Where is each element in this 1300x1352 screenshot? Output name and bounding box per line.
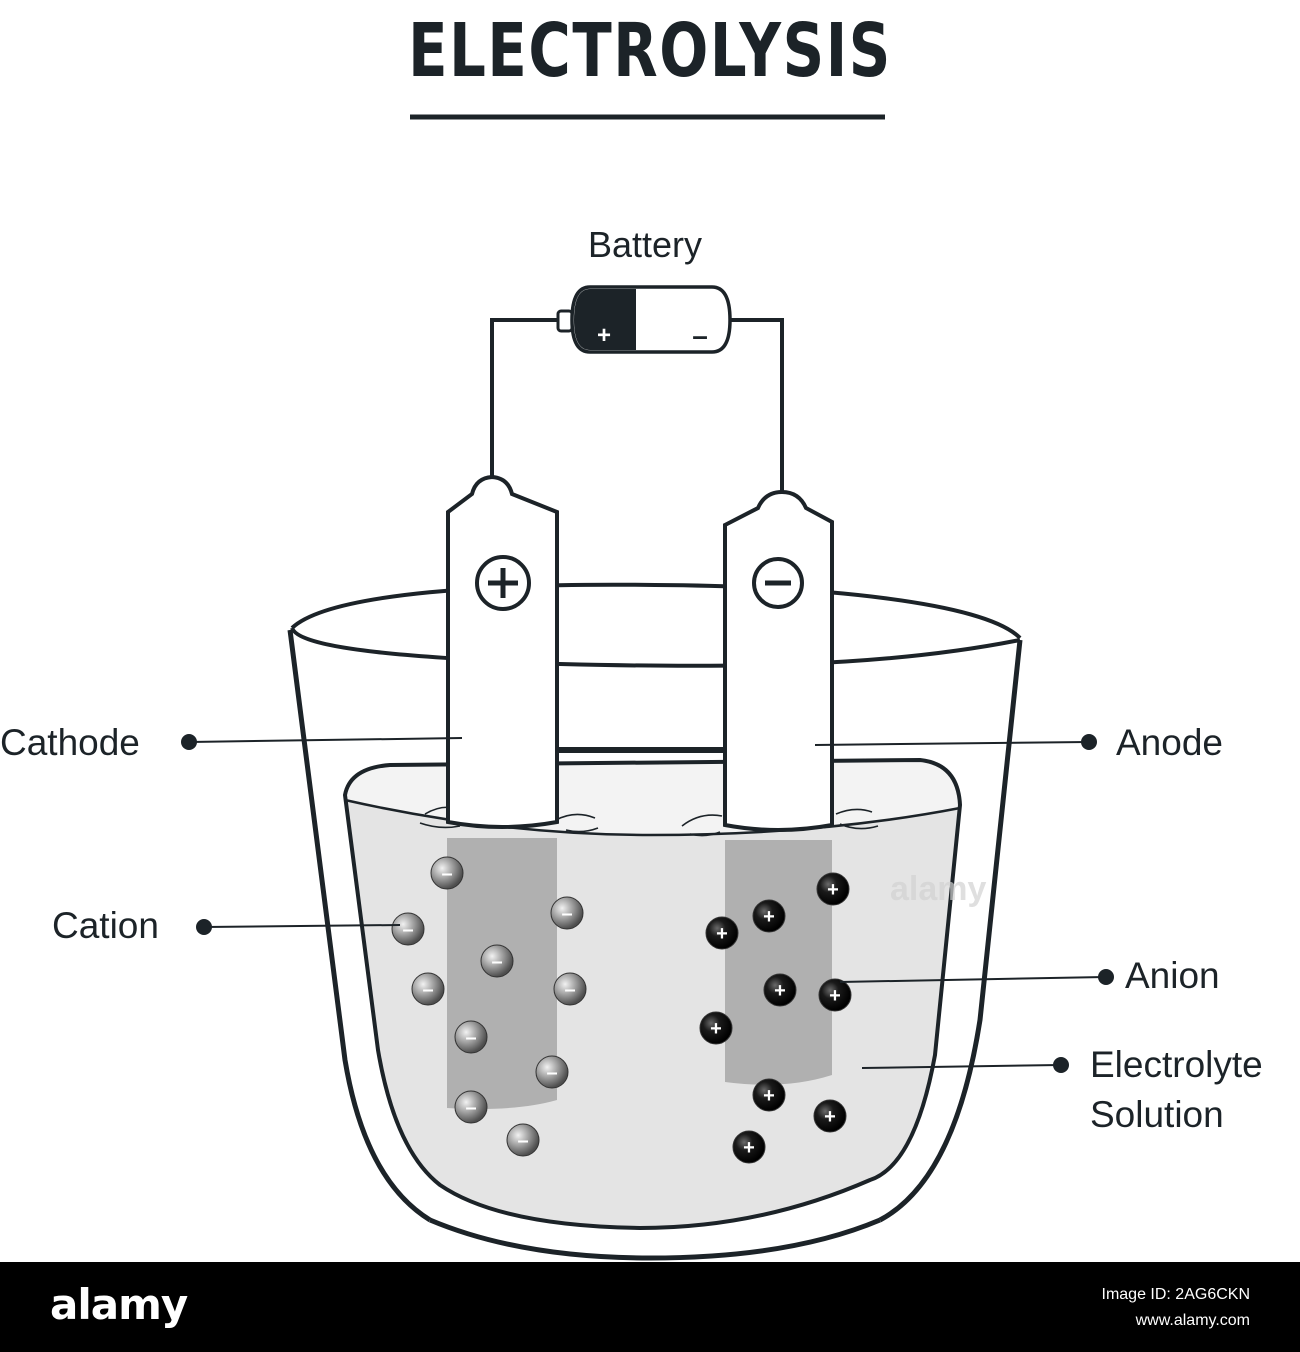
cation-particle-sign: –	[546, 1062, 557, 1084]
electrolyte-label-line1: Electrolyte	[1090, 1044, 1263, 1085]
anion-particle	[813, 1099, 847, 1133]
surface-ripples	[419, 806, 879, 837]
anode-label: Anode	[1116, 722, 1223, 763]
stock-footer: alamy Image ID: 2AG6CKN www.alamy.com	[0, 1262, 1300, 1352]
anion-particle	[705, 916, 739, 950]
cation-particle-sign: –	[491, 951, 502, 973]
cation-particle	[480, 944, 514, 978]
cathode-dot	[181, 734, 197, 750]
cation-particle-sign: –	[465, 1097, 476, 1119]
anion-particle	[732, 1130, 766, 1164]
anion-particle	[763, 973, 797, 1007]
cation-particle-sign: –	[564, 979, 575, 1001]
anion-particle-sign: +	[824, 1106, 836, 1128]
cathode-label: Cathode	[0, 722, 140, 763]
electrolysis-diagram: ELECTROLYSIS Battery + –	[0, 7, 1263, 1261]
anion-particle-sign: +	[743, 1137, 755, 1159]
beaker-wall-left	[287, 629, 432, 1223]
beaker-rim-front	[290, 626, 1021, 668]
battery-positive-sign: +	[597, 322, 611, 349]
beaker-bottom	[429, 1217, 881, 1261]
cation-label: Cation	[52, 905, 159, 946]
anion-particle-sign: +	[710, 1018, 722, 1040]
anion-particle-sign: +	[827, 879, 839, 901]
cation-particle	[411, 972, 445, 1006]
cation-particle-sign: –	[441, 863, 452, 885]
cation-particle	[553, 972, 587, 1006]
battery-negative-sign: –	[692, 320, 708, 351]
cation-particle	[535, 1055, 569, 1089]
footer-meta: Image ID: 2AG6CKN www.alamy.com	[1102, 1282, 1251, 1334]
beaker-rim-back	[290, 582, 1022, 640]
cation-particle	[550, 896, 584, 930]
wire-right	[730, 318, 784, 495]
leader-lines	[189, 737, 1106, 1069]
cation-particle-sign: –	[517, 1130, 528, 1152]
electrolyte-leader	[861, 1064, 1061, 1069]
cation-particle	[506, 1123, 540, 1157]
anion-particle-sign: +	[829, 985, 841, 1007]
anion-particle	[752, 899, 786, 933]
cathode-electrode	[446, 474, 559, 829]
anion-particle	[699, 1011, 733, 1045]
anode-zone	[725, 840, 832, 1085]
electrolyte-label-line2: Solution	[1090, 1094, 1224, 1135]
anode-leader	[814, 741, 1089, 746]
image-id-text: Image ID: 2AG6CKN	[1101, 1286, 1251, 1303]
anion-label: Anion	[1125, 955, 1220, 996]
leader-dots	[181, 734, 1114, 1073]
anode-dot	[1081, 734, 1097, 750]
solution-outline	[342, 757, 963, 1231]
anode-electrode	[723, 489, 834, 832]
cathode-leader	[189, 737, 463, 743]
anion-particles: + + + + + + + + +	[699, 872, 852, 1164]
anion-particle-sign: +	[763, 906, 775, 928]
cation-particle	[430, 856, 464, 890]
cation-dot	[196, 919, 212, 935]
cation-particle-sign: –	[402, 919, 413, 941]
footer-logo: alamy	[50, 1280, 188, 1329]
battery: + –	[556, 285, 732, 354]
beaker-wall-right	[878, 639, 1023, 1223]
electrolyte-dot	[1053, 1057, 1069, 1073]
cation-particle-sign: –	[465, 1027, 476, 1049]
watermark: alamy	[890, 870, 986, 908]
anion-particle-sign: +	[774, 980, 786, 1002]
page-title: ELECTROLYSIS	[408, 7, 892, 94]
cation-particle-sign: –	[422, 979, 433, 1001]
anion-particle	[752, 1078, 786, 1112]
solution-meniscus-line	[344, 798, 961, 837]
anion-dot	[1098, 969, 1114, 985]
anion-leader	[839, 976, 1106, 983]
wire-left	[490, 318, 560, 478]
cation-particle	[454, 1020, 488, 1054]
anion-particle	[818, 978, 852, 1012]
battery-label: Battery	[588, 224, 702, 265]
site-url-text: www.alamy.com	[1135, 1312, 1250, 1329]
cation-particle-sign: –	[561, 903, 572, 925]
anion-particle-sign: +	[763, 1085, 775, 1107]
cation-particles: – – – – – – – – – –	[391, 856, 587, 1157]
cation-particle	[454, 1090, 488, 1124]
cation-particle	[391, 912, 425, 946]
anion-particle-sign: +	[716, 923, 728, 945]
anion-particle	[816, 872, 850, 906]
cation-leader	[204, 924, 401, 928]
